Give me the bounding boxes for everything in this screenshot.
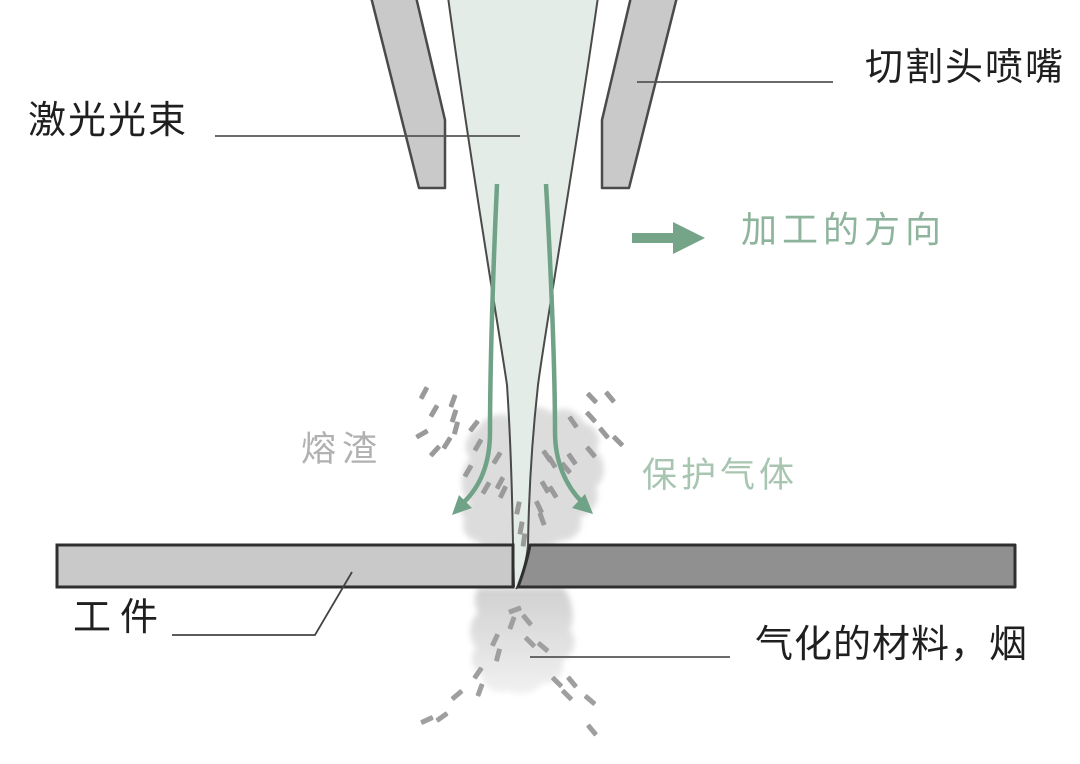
nozzle-left-wall (370, 0, 447, 190)
nozzle-label: 切割头喷嘴 (865, 45, 1066, 89)
vapor-particles-lower (420, 605, 598, 737)
vapor-label: 气化的材料，烟 (755, 622, 1029, 666)
gas-flow-left-arrow-icon (452, 183, 500, 515)
workpiece-left-slab (55, 543, 515, 589)
laser-beam-label: 激光光束 (28, 98, 189, 142)
laser-beam-cone (448, 0, 598, 589)
direction-arrow-icon (632, 222, 705, 254)
workpiece-label: 工件 (73, 595, 168, 639)
slag-particles-upper (415, 386, 624, 547)
smoke-cloud-upper (460, 406, 604, 550)
nozzle-right-wall (600, 0, 678, 190)
workpiece-right-slab (516, 543, 1017, 589)
smoke-cloud-lower (470, 588, 575, 694)
shield-gas-label: 保护气体 (642, 456, 799, 496)
workpiece-leader-line (172, 571, 353, 636)
slag-label: 熔渣 (301, 430, 384, 470)
gas-flow-right-arrow-icon (543, 183, 593, 514)
direction-label: 加工的方向 (741, 210, 947, 251)
beam-left-edge (447, 0, 515, 588)
